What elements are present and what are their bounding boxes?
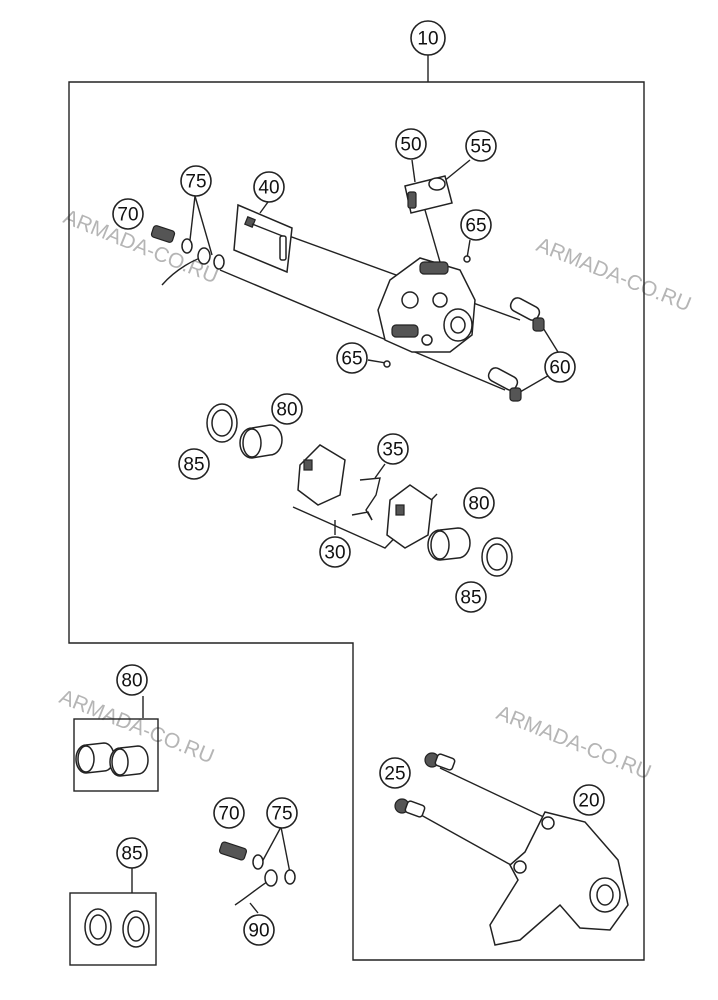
callout-85-kit: 85: [116, 837, 148, 869]
callout-85-right-label: 85: [460, 588, 481, 609]
callout-85-kit-label: 85: [121, 844, 142, 865]
seal-rings-lower: [234, 854, 296, 906]
callout-55-label: 55: [470, 137, 491, 158]
callout-65-upper-label: 65: [465, 216, 486, 237]
brake-pads: [292, 444, 438, 549]
caliper-body: [377, 257, 476, 353]
leaders: [131, 159, 559, 914]
callout-75-lower: 75: [266, 797, 298, 829]
callout-60-label: 60: [549, 358, 570, 379]
callout-10-label: 10: [417, 29, 438, 50]
callout-35-label: 35: [382, 440, 403, 461]
piston-kit-box: [73, 718, 159, 792]
callout-55: 55: [465, 130, 497, 162]
bolt-70-lower: [218, 841, 248, 861]
callout-10: 10: [410, 20, 446, 56]
callout-40: 40: [253, 171, 285, 203]
callout-75-upper: 75: [180, 165, 212, 197]
assembly-frame: [68, 81, 645, 961]
callout-90: 90: [243, 914, 275, 946]
callout-65-lower: 65: [336, 342, 368, 374]
seal-kit-box: [69, 892, 157, 966]
callout-85-left-label: 85: [183, 455, 204, 476]
callout-60: 60: [544, 351, 576, 383]
pad-spring: [351, 477, 381, 521]
callout-70-lower-label: 70: [218, 804, 239, 825]
callout-75-upper-label: 75: [185, 172, 206, 193]
callout-25: 25: [379, 757, 411, 789]
callout-35: 35: [377, 433, 409, 465]
callout-80-kit-label: 80: [121, 671, 142, 692]
callout-80-left: 80: [271, 393, 303, 425]
watermark-4: ARMADA-CO.RU: [493, 701, 654, 784]
seal-rings-upper: [161, 238, 225, 286]
bolt-70-upper: [150, 225, 176, 243]
watermark-2: ARMADA-CO.RU: [533, 233, 694, 316]
callout-65-upper: 65: [460, 209, 492, 241]
callout-70-upper: 70: [112, 198, 144, 230]
slide-pins: [487, 297, 545, 402]
watermarks: ARMADA-CO.RU ARMADA-CO.RU ARMADA-CO.RU A…: [56, 205, 694, 784]
pin-kit-card: [233, 203, 293, 274]
callout-20: 20: [573, 784, 605, 816]
callout-80-kit: 80: [116, 664, 148, 696]
bracket-bolts: [394, 752, 456, 818]
bleeder-card: [404, 175, 453, 214]
callout-80-right: 80: [463, 487, 495, 519]
piston-set-left: [206, 403, 283, 459]
callout-20-label: 20: [578, 791, 599, 812]
callout-30-label: 30: [324, 543, 345, 564]
callout-50-label: 50: [400, 135, 421, 156]
callout-65-lower-label: 65: [341, 349, 362, 370]
small-nut-upper: [463, 255, 471, 263]
callout-75-lower-label: 75: [271, 804, 292, 825]
callout-50: 50: [395, 128, 427, 160]
piston-set-right: [427, 527, 513, 577]
small-nut-lower: [383, 360, 391, 368]
callout-70-upper-label: 70: [117, 205, 138, 226]
callout-85-left: 85: [178, 448, 210, 480]
callout-70-lower: 70: [213, 797, 245, 829]
callout-30: 30: [319, 536, 351, 568]
callout-90-label: 90: [248, 921, 269, 942]
callout-80-right-label: 80: [468, 494, 489, 515]
callout-80-left-label: 80: [276, 400, 297, 421]
callout-40-label: 40: [258, 178, 279, 199]
callout-85-right: 85: [455, 581, 487, 613]
caliper-bracket: [489, 811, 629, 946]
callout-25-label: 25: [384, 764, 405, 785]
